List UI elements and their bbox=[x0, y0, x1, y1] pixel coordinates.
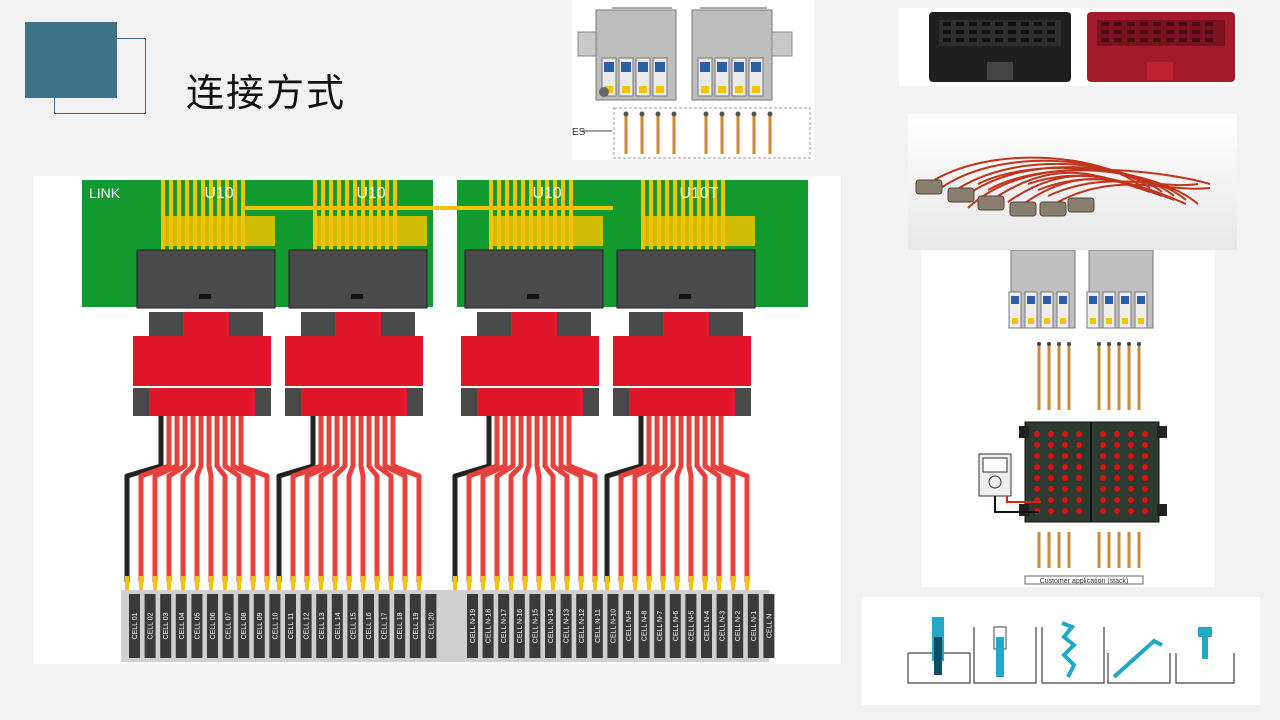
wire-harness-photo bbox=[908, 114, 1237, 250]
cell-label: CELL N-2 bbox=[735, 611, 742, 642]
cell-label: CELL N-11 bbox=[595, 609, 602, 643]
module-block: U10 bbox=[276, 180, 428, 590]
cell-label: CELL N-12 bbox=[579, 609, 586, 643]
diagram-caption: Customer application (stack) bbox=[1040, 578, 1129, 585]
cell-label: CELL N-1 bbox=[751, 611, 758, 642]
cell-label: CELL 11 bbox=[288, 613, 295, 640]
cell-label: CELL 07 bbox=[226, 612, 233, 639]
cell-label: CELL 16 bbox=[366, 612, 373, 639]
cell-label: CELL 08 bbox=[241, 612, 248, 639]
probe-label: ES bbox=[572, 127, 586, 138]
cell-label: CELL N-17 bbox=[501, 609, 508, 643]
contact-types-diagram bbox=[862, 597, 1260, 705]
cell-label: CELL 20 bbox=[428, 612, 435, 639]
cell-label: CELL 18 bbox=[397, 612, 404, 639]
module-block: U10 bbox=[452, 180, 604, 590]
cell-label: CELL 01 bbox=[132, 612, 139, 639]
cell-label: CELL 13 bbox=[319, 612, 326, 639]
cell-label: CELL N-18 bbox=[486, 609, 493, 643]
cell-label: CELL N bbox=[766, 614, 773, 638]
cell-label: CELL 05 bbox=[194, 612, 201, 639]
cell-label: CELL N-13 bbox=[564, 609, 571, 643]
module-label: U10 bbox=[204, 185, 233, 202]
cell-label: CELL 03 bbox=[163, 612, 170, 639]
cell-label: CELL N-5 bbox=[688, 611, 695, 642]
link-label: LINK bbox=[89, 185, 121, 201]
cell-label: CELL N-7 bbox=[657, 611, 664, 642]
cell-label: CELL 06 bbox=[210, 612, 217, 639]
cell-label: CELL 14 bbox=[335, 612, 342, 639]
cell-label: CELL N-9 bbox=[626, 611, 633, 642]
cell-label: CELL N-15 bbox=[532, 609, 539, 643]
cell-label: CELL 04 bbox=[179, 612, 186, 639]
module-label: U10 bbox=[532, 185, 561, 202]
cell-label: CELL 12 bbox=[304, 612, 311, 639]
battery-connection-schematic: LINK U10 U10 U10 U10T CELL 01 CELL 02 CELL 03… bbox=[33, 176, 841, 664]
cell-label: CELL 15 bbox=[350, 612, 357, 639]
cell-label: CELL N-10 bbox=[610, 609, 617, 643]
cell-label: CELL 17 bbox=[382, 612, 389, 639]
module-block: U10T bbox=[604, 180, 756, 590]
cell-label: CELL N-14 bbox=[548, 609, 555, 643]
cell-label: CELL 09 bbox=[257, 612, 264, 639]
title-decoration-block bbox=[25, 22, 117, 98]
cell-label: CELL N-8 bbox=[642, 611, 649, 642]
page-title: 连接方式 bbox=[186, 71, 347, 115]
module-label: U10 bbox=[356, 185, 385, 202]
cell-label: CELL N-6 bbox=[673, 611, 680, 642]
cell-label: CELL N-16 bbox=[517, 609, 524, 643]
connector-photo bbox=[899, 8, 1237, 86]
module-block: U10 bbox=[124, 180, 276, 590]
cell-label: CELL 02 bbox=[148, 612, 155, 639]
cell-label: CELL 10 bbox=[272, 612, 279, 639]
cell-label: CELL N-3 bbox=[720, 611, 727, 642]
module-rack-photo: ES bbox=[572, 0, 814, 160]
cell-label: CELL N-19 bbox=[470, 609, 477, 643]
cell-label: CELL N-4 bbox=[704, 611, 711, 642]
multimeter-icon bbox=[978, 453, 1041, 513]
cell-label: CELL 19 bbox=[413, 612, 420, 639]
module-label: U10T bbox=[679, 185, 718, 202]
measurement-diagram: Customer application (stack) bbox=[921, 250, 1215, 587]
